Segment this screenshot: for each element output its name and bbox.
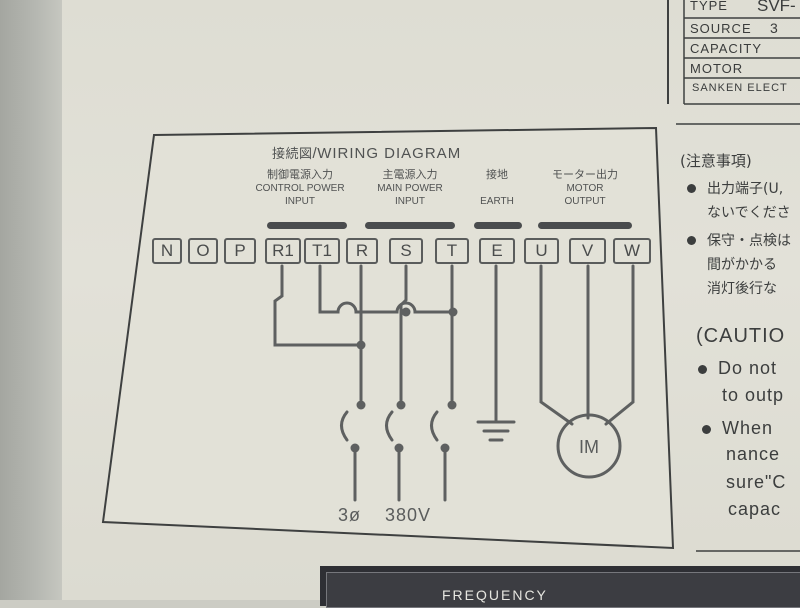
spec-maker: SANKEN ELECT	[692, 82, 788, 94]
terminal-p: P	[224, 238, 256, 264]
frequency-label: FREQUENCY	[442, 587, 548, 603]
caution-jp-line: ないでくださ	[707, 205, 791, 221]
group-main-en2: INPUT	[395, 196, 425, 207]
wire-t1	[318, 264, 455, 314]
spec-source-value: 3	[770, 20, 778, 36]
terminal-r: R	[346, 238, 378, 264]
terminal-t: T	[435, 238, 469, 264]
bullet-icon	[687, 184, 696, 193]
motor-label: IM	[579, 437, 599, 457]
bullet-icon	[698, 365, 707, 374]
group-main-power: 主電源入力 MAIN POWER INPUT	[377, 166, 443, 208]
spec-type-value: SVF-	[757, 0, 796, 15]
caution-jp-header: (注意事項)	[680, 152, 752, 170]
caution-jp-line: 間がかかる	[707, 257, 777, 273]
terminal-n: N	[152, 238, 182, 264]
terminal-o: O	[188, 238, 218, 264]
group-control-jp: 制御電源入力	[266, 168, 333, 181]
enclosure-frame	[0, 0, 62, 600]
spec-row-type: TYPE	[690, 0, 728, 13]
supply-phase: 3ø	[338, 505, 362, 525]
group-motor-en1: MOTOR	[566, 183, 604, 194]
breaker-s	[385, 410, 394, 442]
wire-r1	[273, 264, 363, 347]
group-earth: 接地 EARTH	[480, 166, 514, 208]
group-motor-bar	[538, 222, 632, 229]
bullet-icon	[687, 236, 696, 245]
group-motor-jp: モーター出力	[552, 168, 618, 181]
group-control-en1: CONTROL POWER	[255, 183, 345, 194]
breaker-r	[340, 410, 349, 442]
caution-en-line: nance	[726, 444, 781, 464]
group-control-bar	[267, 222, 347, 229]
diagram-title: 接続図/WIRING DIAGRAM	[272, 143, 461, 162]
supply-voltage: 380V	[385, 505, 432, 525]
group-motor-output: モーター出力 MOTOR OUTPUT	[552, 166, 618, 208]
diagram-title-en: WIRING DIAGRAM	[317, 145, 462, 162]
spec-row-capacity: CAPACITY	[690, 41, 763, 56]
group-main-bar	[365, 222, 455, 229]
wire-s	[399, 264, 408, 402]
caution-en-line: sure"C	[726, 472, 787, 492]
group-motor-en2: OUTPUT	[564, 196, 606, 207]
display-panel-inner	[326, 572, 800, 608]
group-earth-en1: EARTH	[480, 196, 514, 207]
caution-en-line: When	[722, 418, 774, 438]
diagram-title-sep: /	[312, 145, 318, 162]
caution-jp-line: 保守・点検は	[707, 233, 791, 249]
terminal-s: S	[389, 238, 423, 264]
caution-en-line: Do not	[718, 358, 778, 378]
caution-jp-line: 出力端子(U,	[707, 181, 784, 197]
terminal-r1: R1	[265, 238, 301, 264]
caution-en-header: (CAUTIO	[696, 325, 786, 347]
group-main-en1: MAIN POWER	[377, 183, 443, 194]
group-control-en2: INPUT	[284, 196, 315, 207]
terminal-u: U	[524, 238, 559, 264]
breaker-t	[430, 410, 439, 442]
diagram-title-jp: 接続図	[272, 147, 313, 162]
caution-en-line: to outp	[722, 385, 785, 405]
group-earth-jp: 接地	[486, 168, 508, 181]
wire-w	[604, 264, 635, 426]
terminal-v: V	[569, 238, 606, 264]
terminal-e: E	[479, 238, 515, 264]
spec-row-source: SOURCE	[690, 21, 752, 36]
bullet-icon	[702, 425, 711, 434]
caution-en-line: capac	[728, 499, 782, 519]
terminal-t1: T1	[304, 238, 340, 264]
terminal-w: W	[613, 238, 651, 264]
motor-symbol	[556, 413, 622, 479]
spec-row-motor: MOTOR	[690, 61, 744, 76]
group-main-jp: 主電源入力	[382, 168, 438, 181]
group-earth-bar	[474, 222, 522, 229]
group-control-power: 制御電源入力 CONTROL POWER INPUT	[255, 166, 344, 208]
wire-u	[539, 264, 574, 426]
caution-jp-line: 消灯後行な	[707, 281, 777, 297]
